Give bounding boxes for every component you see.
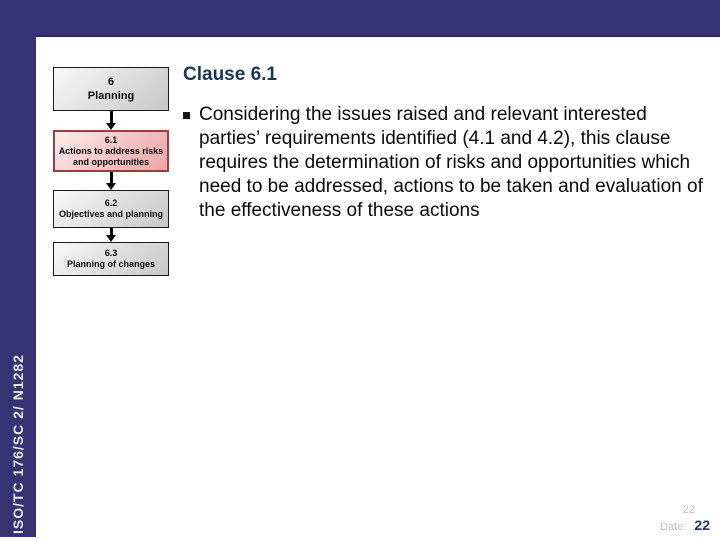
left-border-band — [0, 0, 36, 537]
slide-number-ghost: 22 — [682, 504, 695, 516]
arrow-stem — [109, 172, 113, 183]
flowchart-box-6-2-objectives: 6.2 Objectives and planning — [53, 190, 169, 228]
flowchart-box-6-planning: 6 Planning — [53, 67, 169, 111]
slide-footer: Date: 22 — [660, 517, 710, 533]
square-bullet-icon — [183, 112, 190, 119]
bullet-paragraph: Considering the issues raised and releva… — [183, 103, 703, 223]
bullet-text: Considering the issues raised and releva… — [199, 104, 703, 221]
iso-committee-side-label: ISO/TC 176/SC 2/ N1282 — [10, 354, 26, 534]
slide-title: Clause 6.1 — [183, 64, 277, 85]
arrow-head — [106, 183, 116, 190]
down-arrow-icon — [104, 172, 118, 190]
down-arrow-icon — [104, 111, 118, 130]
arrow-head — [106, 123, 116, 130]
date-label: Date: — [660, 521, 687, 533]
arrow-head — [106, 235, 116, 242]
flowchart-box-6-3-changes: 6.3 Planning of changes — [53, 242, 169, 276]
down-arrow-icon — [104, 228, 118, 242]
arrow-stem — [109, 228, 113, 235]
arrow-stem — [109, 111, 113, 123]
top-border-band — [0, 0, 720, 37]
page-number: 22 — [694, 517, 710, 533]
flowchart-box-6-1-actions-highlighted: 6.1 Actions to address risks and opportu… — [53, 130, 169, 172]
